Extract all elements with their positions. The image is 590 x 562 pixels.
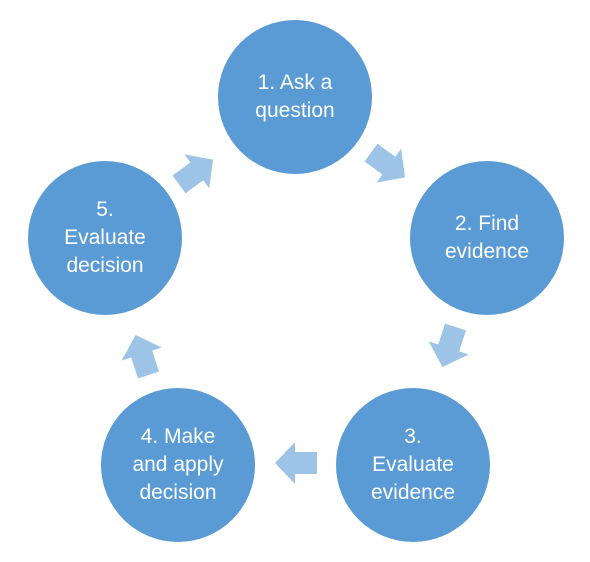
arrow-right-icon (113, 326, 171, 384)
arrow-right-icon (420, 318, 478, 376)
node-ask-question: 1. Ask a question (218, 20, 372, 174)
node-label: 5. Evaluate decision (64, 198, 146, 277)
node-label: 3. Evaluate evidence (370, 425, 456, 504)
arrow-right-icon (356, 133, 420, 197)
node-find-evidence: 2. Find evidence (410, 161, 564, 315)
node-evaluate-decision: 5. Evaluate decision (28, 161, 182, 315)
node-label: 4. Make and apply decision (132, 425, 224, 504)
arrow-right-icon (164, 140, 228, 204)
node-make-apply-decision: 4. Make and apply decision (101, 388, 255, 542)
arrow-right-icon (273, 440, 319, 486)
node-label: 1. Ask a question (255, 71, 335, 122)
node-label: 2. Find evidence (444, 212, 530, 263)
node-evaluate-evidence: 3. Evaluate evidence (336, 388, 490, 542)
